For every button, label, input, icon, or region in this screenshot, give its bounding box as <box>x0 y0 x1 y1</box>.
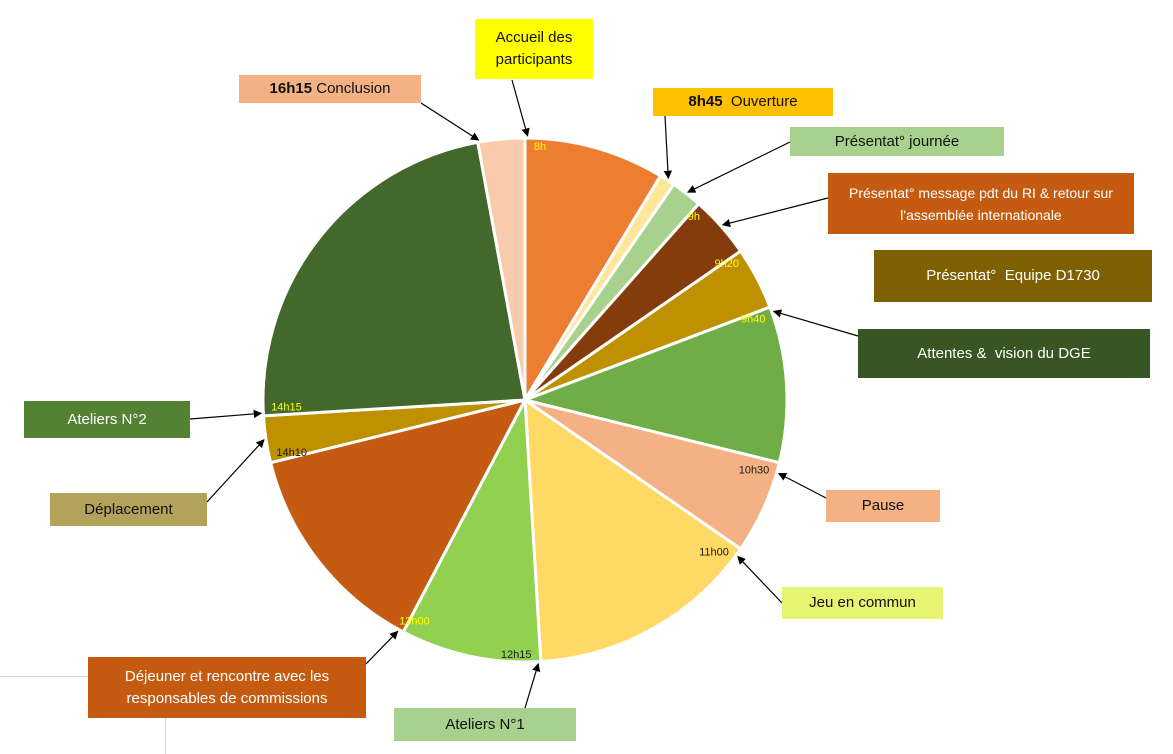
pie-tick-label: 13h00 <box>399 616 430 628</box>
callout-conclusion: 16h15 Conclusion <box>239 75 421 103</box>
grid-line-vertical <box>165 718 166 754</box>
pie-tick-label: 9h20 <box>715 258 739 270</box>
callout-label: Présentat° Equipe D1730 <box>926 267 1100 284</box>
pie-slice <box>523 136 663 406</box>
callout-jeu: Jeu en commun <box>782 587 943 619</box>
callout-label: Ouverture <box>722 93 798 110</box>
callout-leader-arrow <box>663 115 673 180</box>
callout-label: Conclusion <box>312 80 391 97</box>
pie-slice <box>268 397 528 635</box>
callout-deplacement: Déplacement <box>50 493 207 526</box>
callout-leader-arrow <box>777 472 827 499</box>
callout-leader-arrow <box>524 662 541 709</box>
callout-accueil: Accueil des participants <box>475 19 593 79</box>
pie-tick-labels: 8h 9h 9h20 9h40 10h30 11h00 12h15 13h00 14h10 14h… <box>271 141 769 661</box>
callout-time: 8h45 <box>688 93 723 110</box>
pie-slice <box>401 394 543 664</box>
callout-leader-arrow <box>737 555 783 604</box>
pie-tick-label: 10h30 <box>739 464 770 476</box>
callout-ouverture: 8h45 Ouverture <box>653 88 833 116</box>
callout-time: 16h15 <box>269 80 313 97</box>
callout-label: Déplacement <box>84 500 173 518</box>
callout-label: Ateliers N°2 <box>67 410 147 428</box>
callout-label: Accueil des participants <box>495 29 573 68</box>
callout-leader-arrow <box>511 79 530 137</box>
pie-tick-label: 9h <box>688 211 700 223</box>
callout-pause: Pause <box>826 490 940 522</box>
callout-label: Ateliers N°1 <box>445 715 525 733</box>
pie-slice <box>476 136 527 401</box>
callout-leader-arrow <box>189 409 263 420</box>
callout-leader-arrow <box>772 309 859 337</box>
callout-presentation-journee: Présentat° journée <box>790 127 1004 156</box>
pie-tick-label: 9h40 <box>741 313 765 325</box>
pie-tick-label: 12h15 <box>501 649 532 661</box>
callout-message-pdt: Présentat° message pdt du RI & retour su… <box>828 173 1134 234</box>
callout-leader-arrow <box>420 102 480 141</box>
callout-label: Jeu en commun <box>809 594 916 611</box>
pie-tick-label: 11h00 <box>699 547 729 559</box>
callout-attentes: Attentes & vision du DGE <box>858 329 1150 378</box>
callout-leaders <box>189 79 859 709</box>
callout-label: Déjeuner et rencontre avec les responsab… <box>124 667 330 707</box>
callout-ateliers-2: Ateliers N°2 <box>24 401 190 438</box>
callout-equipe: Présentat° Equipe D1730 <box>874 250 1152 302</box>
pie-tick-label: 8h <box>534 141 546 153</box>
pie-tick-label: 14h10 <box>276 447 307 459</box>
callout-ateliers-1: Ateliers N°1 <box>394 708 576 741</box>
callout-label: Pause <box>861 497 905 514</box>
callout-leader-arrow <box>365 630 399 665</box>
callout-leader-arrow <box>687 141 791 193</box>
pie-slice <box>261 140 527 418</box>
callout-leader-arrow <box>721 197 829 228</box>
pie-tick-label: 14h15 <box>271 402 302 414</box>
callout-leader-arrow <box>206 439 265 503</box>
pie-slices <box>261 136 789 664</box>
callout-dejeuner: Déjeuner et rencontre avec les responsab… <box>88 657 366 718</box>
pie-slice <box>523 397 743 664</box>
callout-label: Présentat° journée <box>834 132 960 150</box>
callout-label: Présentat° message pdt du RI & retour su… <box>849 184 1113 223</box>
callout-label: Attentes & vision du DGE <box>917 344 1091 362</box>
grid-line-horizontal <box>0 676 90 677</box>
